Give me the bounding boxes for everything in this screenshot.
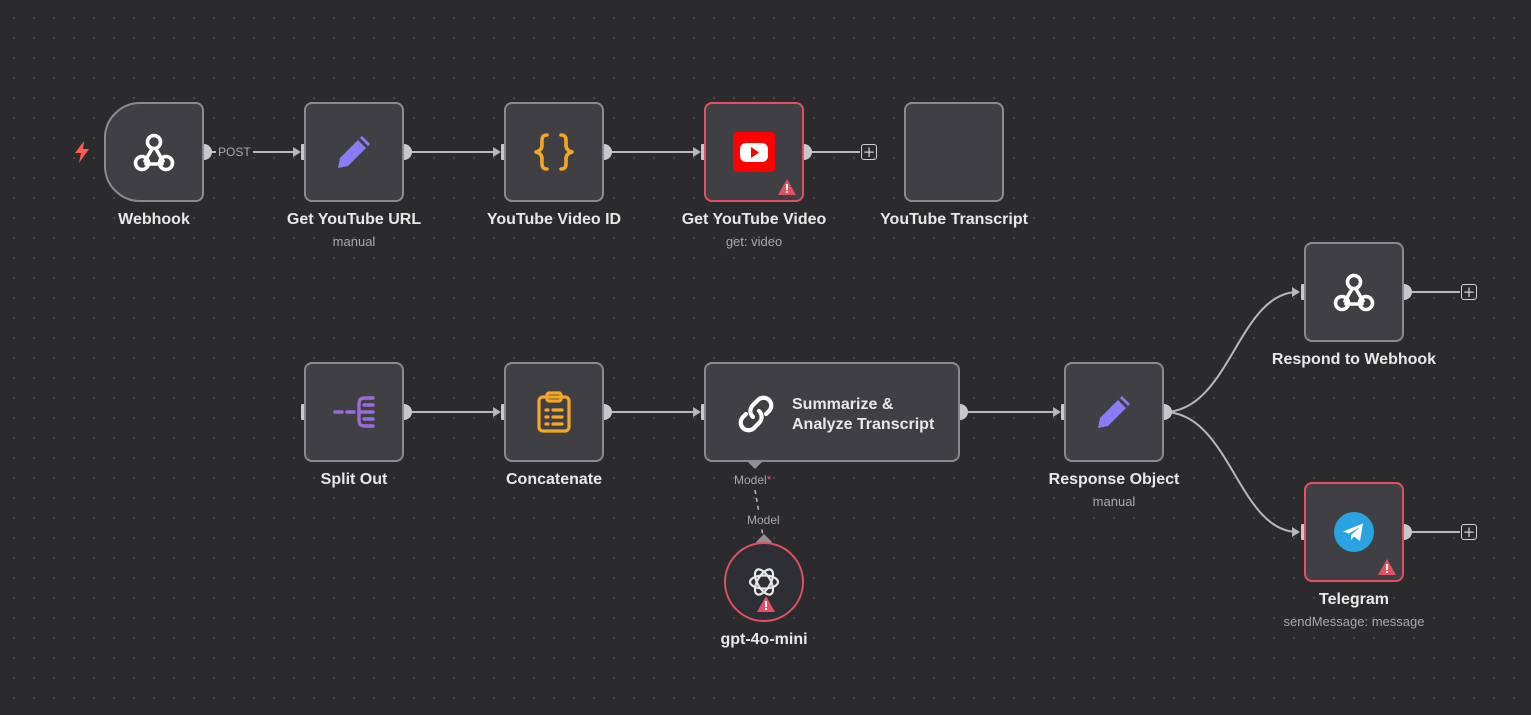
node-title-line: Analyze Transcript bbox=[792, 416, 935, 433]
node-youtube-video-id[interactable] bbox=[504, 102, 604, 202]
split-out-icon bbox=[332, 392, 376, 432]
node-title-line: Summarize & bbox=[792, 396, 894, 413]
node-label: Get YouTube URL bbox=[286, 211, 422, 228]
warning-icon bbox=[757, 596, 775, 612]
node-label: Respond to Webhook bbox=[1271, 351, 1437, 368]
node-label: Split Out bbox=[320, 471, 388, 488]
node-youtube-transcript[interactable] bbox=[904, 102, 1004, 202]
arrow-get-url bbox=[293, 147, 301, 157]
arrow-concat bbox=[493, 407, 501, 417]
node-gpt-4o-mini[interactable] bbox=[724, 542, 804, 622]
node-label: Telegram bbox=[1319, 591, 1389, 608]
node-respond-to-webhook[interactable] bbox=[1304, 242, 1404, 342]
arrow-telegram bbox=[1292, 527, 1300, 537]
webhook-icon bbox=[1332, 272, 1376, 312]
warning-icon bbox=[778, 179, 796, 195]
model-output-label: Model bbox=[746, 513, 781, 527]
curly-braces-icon bbox=[532, 132, 576, 172]
add-node-button[interactable]: + bbox=[1461, 282, 1477, 301]
youtube-icon bbox=[733, 132, 775, 172]
telegram-icon bbox=[1334, 512, 1374, 552]
node-summarize-analyze[interactable]: Summarize & Analyze Transcript bbox=[704, 362, 960, 462]
node-label: YouTube Video ID bbox=[486, 211, 622, 228]
arrow-summarize bbox=[693, 407, 701, 417]
clipboard-icon bbox=[536, 391, 572, 433]
node-sublabel: manual bbox=[332, 234, 376, 249]
wire-response-to-respond bbox=[1163, 291, 1299, 413]
node-sublabel: sendMessage: message bbox=[1283, 614, 1425, 629]
node-label: Concatenate bbox=[505, 471, 603, 488]
add-node-button[interactable]: + bbox=[1461, 522, 1477, 541]
pencil-icon bbox=[332, 130, 376, 174]
trigger-bolt-icon bbox=[75, 141, 89, 163]
node-label: gpt-4o-mini bbox=[720, 631, 808, 648]
node-label: Response Object bbox=[1048, 471, 1180, 488]
node-sublabel: manual bbox=[1092, 494, 1136, 509]
arrow-response bbox=[1053, 407, 1061, 417]
add-node-button[interactable]: + bbox=[861, 142, 877, 161]
node-telegram[interactable] bbox=[1304, 482, 1404, 582]
node-get-youtube-url[interactable] bbox=[304, 102, 404, 202]
arrow-video-id bbox=[493, 147, 501, 157]
node-concatenate[interactable] bbox=[504, 362, 604, 462]
model-port-text: Model bbox=[734, 473, 767, 487]
required-marker: * bbox=[766, 473, 772, 487]
node-response-object[interactable] bbox=[1064, 362, 1164, 462]
node-label: YouTube Transcript bbox=[880, 211, 1028, 228]
webhook-icon bbox=[132, 132, 176, 172]
wire-response-to-telegram bbox=[1163, 411, 1299, 533]
node-webhook[interactable] bbox=[104, 102, 204, 202]
arrow-respond bbox=[1292, 287, 1300, 297]
model-port-label: Model* bbox=[734, 473, 771, 487]
node-get-youtube-video[interactable] bbox=[704, 102, 804, 202]
arrow-get-video bbox=[693, 147, 701, 157]
node-label: Webhook bbox=[118, 211, 190, 228]
chain-link-icon bbox=[736, 394, 776, 434]
warning-icon bbox=[1378, 559, 1396, 575]
node-split-out[interactable] bbox=[304, 362, 404, 462]
edge-label-post: POST bbox=[216, 145, 253, 159]
node-label: Get YouTube Video bbox=[681, 211, 827, 228]
pencil-icon bbox=[1092, 390, 1136, 434]
openai-icon bbox=[747, 565, 781, 599]
node-sublabel: get: video bbox=[725, 234, 783, 249]
